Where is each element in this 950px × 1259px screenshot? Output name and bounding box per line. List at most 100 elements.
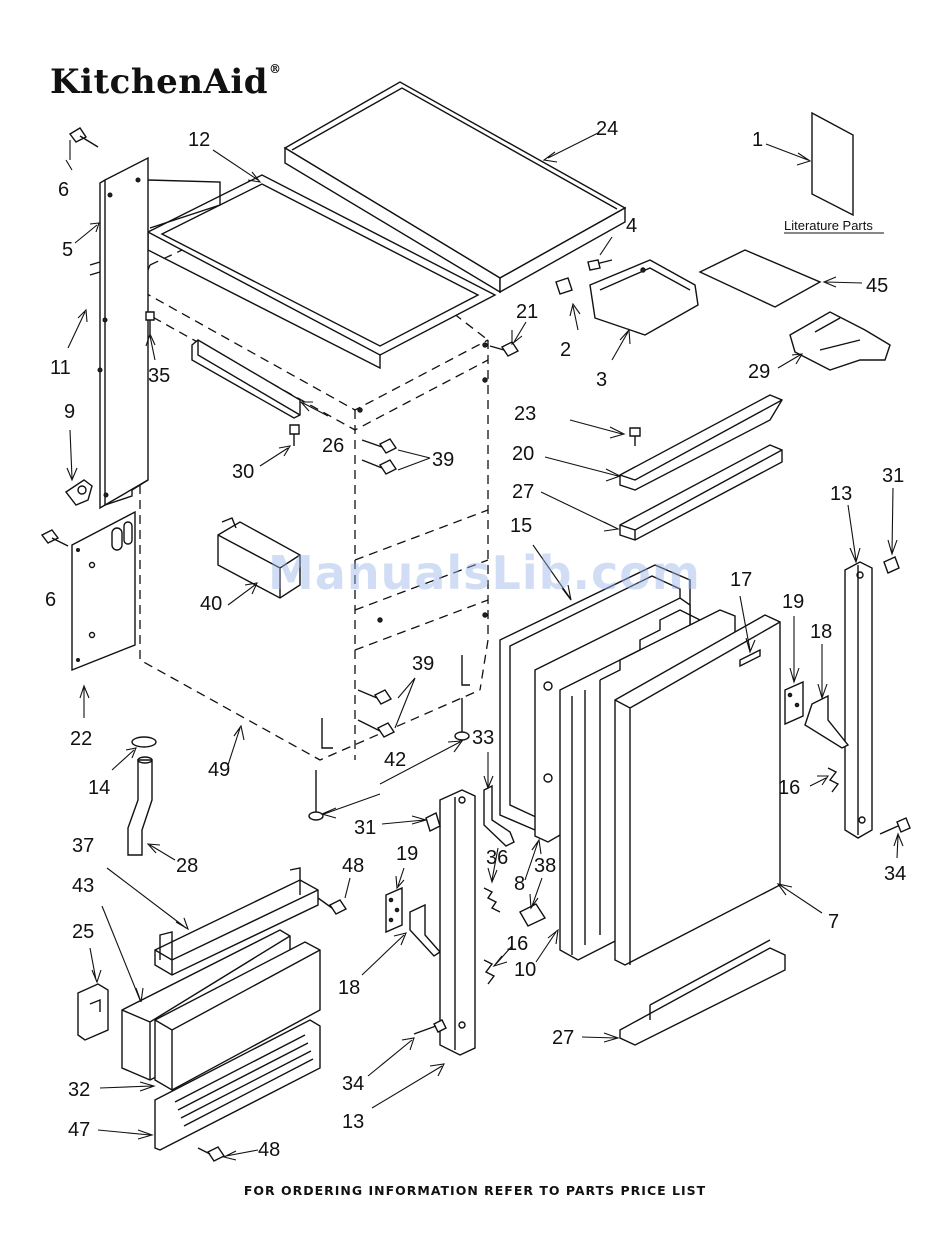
callout-38: 38 bbox=[534, 855, 556, 877]
handle-29 bbox=[790, 312, 890, 370]
callout-27-upper: 27 bbox=[512, 481, 534, 503]
callout-10: 10 bbox=[514, 959, 536, 981]
screw-6-top bbox=[70, 128, 98, 147]
callout-48-upper: 48 bbox=[342, 855, 364, 877]
screw-34-upper bbox=[880, 818, 910, 834]
callout-47: 47 bbox=[68, 1119, 90, 1141]
callout-19-right: 19 bbox=[782, 591, 804, 613]
callout-8: 8 bbox=[514, 873, 525, 895]
callout-18-lower: 18 bbox=[338, 977, 360, 999]
door-trim-20 bbox=[620, 395, 782, 490]
literature-sheet-45 bbox=[700, 250, 820, 307]
callout-31-right: 31 bbox=[882, 465, 904, 487]
side-lower-panel-22 bbox=[72, 512, 135, 670]
callout-43: 43 bbox=[72, 875, 94, 897]
callout-1: 1 bbox=[752, 129, 763, 151]
callout-35: 35 bbox=[148, 365, 170, 387]
callout-27-lower: 27 bbox=[552, 1027, 574, 1049]
brand-trademark: ® bbox=[269, 62, 282, 76]
callout-13-right: 13 bbox=[830, 483, 852, 505]
callout-31-lower: 31 bbox=[354, 817, 376, 839]
callout-22: 22 bbox=[70, 728, 92, 750]
callout-24: 24 bbox=[596, 118, 618, 140]
screws-39-lower bbox=[358, 690, 394, 737]
hose-clamp-14 bbox=[132, 737, 156, 747]
callout-25: 25 bbox=[72, 921, 94, 943]
callout-17: 17 bbox=[730, 569, 752, 591]
callout-16-lower: 16 bbox=[506, 933, 528, 955]
callout-45: 45 bbox=[866, 275, 888, 297]
callout-28: 28 bbox=[176, 855, 198, 877]
callout-19-lower: 19 bbox=[396, 843, 418, 865]
cabinet-rail-13-lower bbox=[440, 790, 475, 1055]
pin-16-lower bbox=[484, 960, 494, 984]
door-rail-27-lower bbox=[620, 940, 785, 1045]
callout-2: 2 bbox=[560, 339, 571, 361]
callout-39-lower: 39 bbox=[412, 653, 434, 675]
callout-20: 20 bbox=[512, 443, 534, 465]
callout-6-lower: 6 bbox=[45, 589, 56, 611]
literature-parts-label: Literature Parts bbox=[784, 218, 873, 233]
callout-34-right: 34 bbox=[884, 863, 906, 885]
callout-15: 15 bbox=[510, 515, 532, 537]
bracket-26 bbox=[192, 340, 300, 418]
callout-5: 5 bbox=[62, 239, 73, 261]
screw-30 bbox=[290, 425, 299, 446]
callout-14: 14 bbox=[88, 777, 110, 799]
callout-26: 26 bbox=[322, 435, 344, 457]
clip-25 bbox=[78, 984, 108, 1040]
watermark: ManualsLib.com bbox=[268, 546, 701, 600]
brand-name: KitchenAid bbox=[50, 62, 268, 102]
screw-48-upper bbox=[318, 898, 346, 914]
screw-48-lower bbox=[198, 1147, 224, 1161]
callout-33: 33 bbox=[472, 727, 494, 749]
bolt-4 bbox=[588, 260, 612, 270]
callout-36: 36 bbox=[486, 847, 508, 869]
bracket-31-upper bbox=[884, 557, 899, 573]
brand-logo: KitchenAid® bbox=[50, 62, 282, 102]
callout-30: 30 bbox=[232, 461, 254, 483]
callout-18-right: 18 bbox=[810, 621, 832, 643]
callout-40: 40 bbox=[200, 593, 222, 615]
pin-16-upper bbox=[828, 768, 838, 792]
bracket-31-lower bbox=[426, 813, 440, 831]
leveling-leg-42-right bbox=[455, 698, 469, 740]
screw-2 bbox=[556, 278, 572, 294]
clamp-9 bbox=[66, 480, 92, 505]
callout-21: 21 bbox=[516, 301, 538, 323]
callout-23: 23 bbox=[514, 403, 536, 425]
callout-42: 42 bbox=[384, 749, 406, 771]
callout-34-lower: 34 bbox=[342, 1073, 364, 1095]
callout-11: 11 bbox=[50, 357, 71, 379]
screw-6-lower bbox=[42, 530, 68, 546]
hinge-bracket-18-upper bbox=[805, 696, 848, 748]
hinge-bracket-18-lower bbox=[410, 905, 440, 956]
literature-parts-1 bbox=[812, 113, 853, 215]
callout-39-upper: 39 bbox=[432, 449, 454, 471]
screw-23 bbox=[630, 428, 640, 446]
callout-12: 12 bbox=[188, 129, 210, 151]
callout-9: 9 bbox=[64, 401, 75, 423]
hinge-plate-19-upper bbox=[785, 682, 803, 724]
spring-36 bbox=[484, 888, 500, 912]
footer-note: FOR ORDERING INFORMATION REFER TO PARTS … bbox=[0, 1183, 950, 1198]
hinge-plate-19-lower bbox=[386, 888, 402, 932]
callout-4: 4 bbox=[626, 215, 637, 237]
door-rail-27-upper bbox=[620, 445, 782, 540]
cover-3 bbox=[590, 260, 698, 335]
cam-38 bbox=[520, 904, 545, 926]
callout-49: 49 bbox=[208, 759, 230, 781]
callout-13-lower: 13 bbox=[342, 1111, 364, 1133]
screws-39-upper bbox=[362, 439, 396, 474]
callout-7: 7 bbox=[828, 911, 839, 933]
callout-3: 3 bbox=[596, 369, 607, 391]
screw-21 bbox=[490, 342, 518, 356]
cabinet-rail-13-upper bbox=[845, 562, 872, 838]
drain-tube-28 bbox=[128, 757, 152, 855]
callout-32: 32 bbox=[68, 1079, 90, 1101]
callout-37: 37 bbox=[72, 835, 94, 857]
callout-48-lower: 48 bbox=[258, 1139, 280, 1161]
callout-29: 29 bbox=[748, 361, 770, 383]
